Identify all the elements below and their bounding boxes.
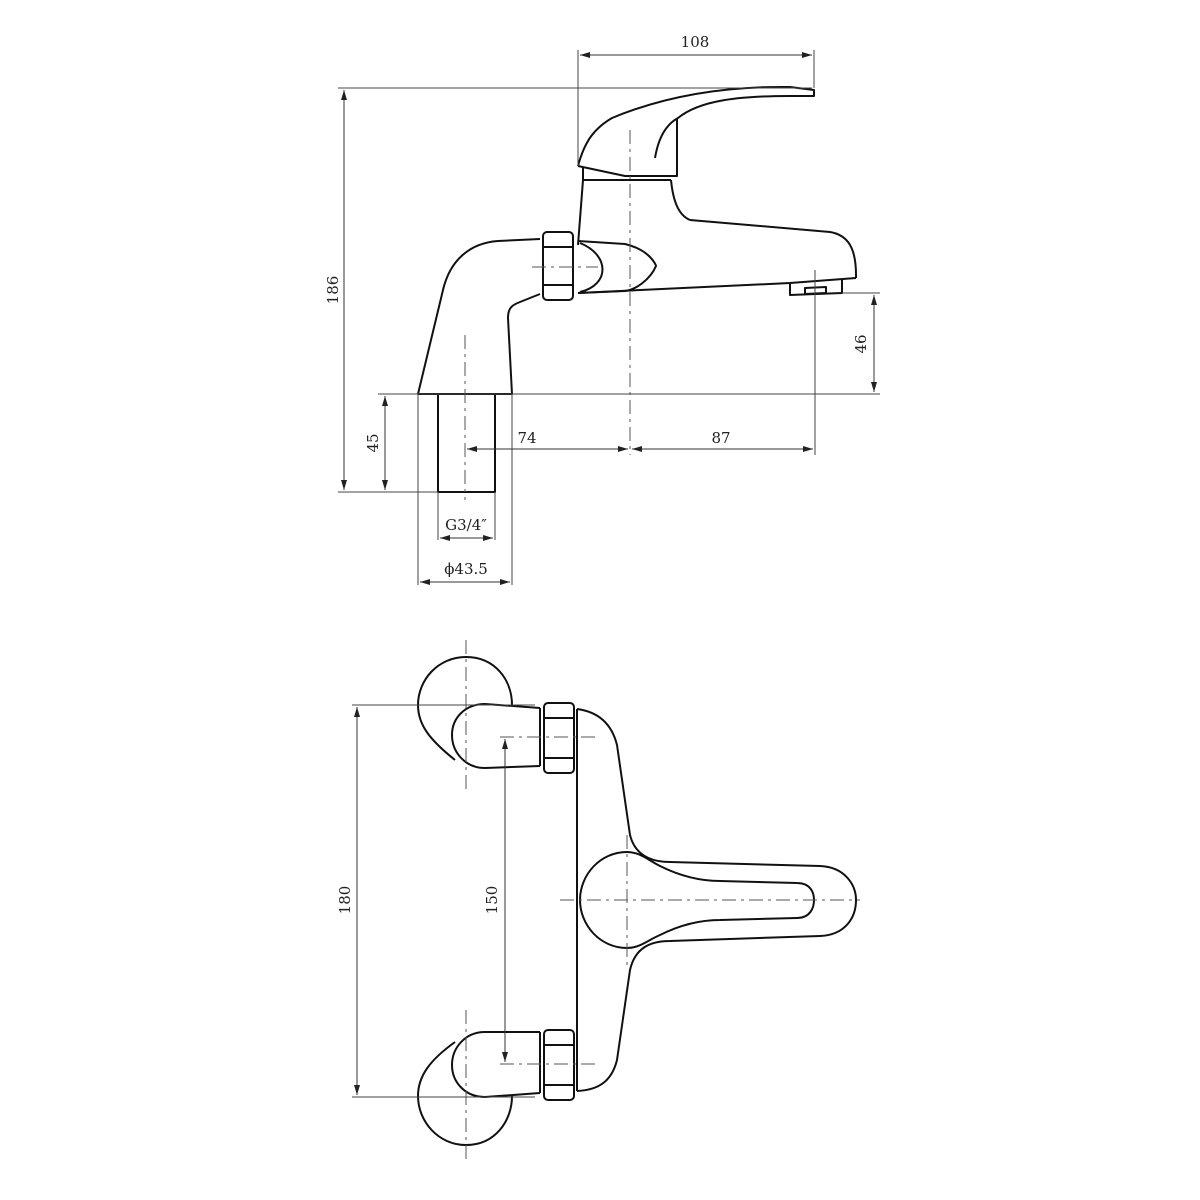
inlet-disc-bottom xyxy=(417,1041,513,1146)
aerator xyxy=(789,280,843,296)
top-view: 180 150 xyxy=(336,640,860,1162)
inlet-disc-top xyxy=(417,656,513,761)
dim-lever-reach: 108 xyxy=(681,33,710,51)
side-view: 108 186 46 45 74 87 G3/4″ ϕ43.5 xyxy=(324,33,880,585)
dim-body-to-spout: 87 xyxy=(711,429,730,447)
tap-body xyxy=(577,179,857,278)
hex-nut-bottom xyxy=(543,1029,575,1101)
diverter-knob xyxy=(577,240,657,294)
hex-nut xyxy=(542,231,574,301)
dim-centres: 150 xyxy=(483,886,501,915)
dim-overall-width: 180 xyxy=(336,886,354,915)
dim-centre-to-body: 74 xyxy=(517,429,536,447)
hex-nut-top xyxy=(543,702,575,774)
lever-handle xyxy=(577,85,815,167)
dim-tail-length: 45 xyxy=(364,433,382,452)
inlet-leg xyxy=(417,238,541,395)
body-plan xyxy=(576,708,857,1092)
dim-thread: G3/4″ xyxy=(445,516,487,534)
threaded-tail xyxy=(437,394,496,493)
dim-overall-height: 186 xyxy=(324,276,342,305)
dim-base-diameter: ϕ43.5 xyxy=(444,560,488,578)
lever-plan xyxy=(579,851,815,949)
dim-spout-height: 46 xyxy=(852,334,870,353)
